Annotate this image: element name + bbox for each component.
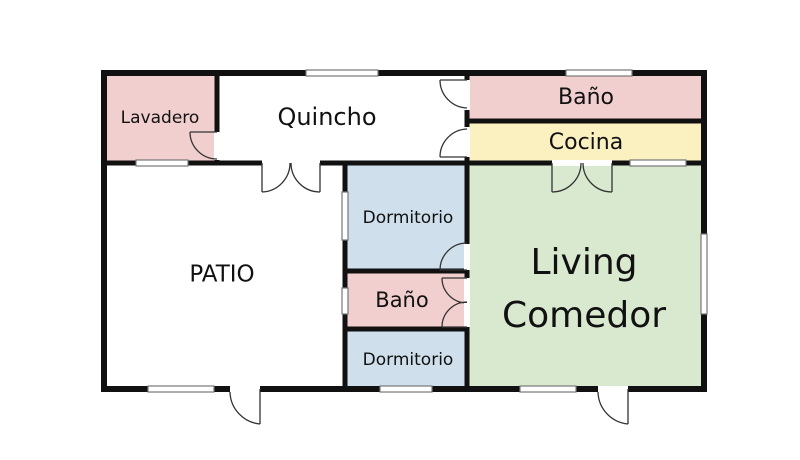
room-quincho — [217, 73, 467, 163]
door-quincho-patio — [261, 162, 321, 193]
label-bano-top: Baño — [558, 85, 614, 110]
label-living: Living — [530, 242, 637, 283]
window-dormitorio-1 — [341, 191, 349, 241]
door-bano-top — [439, 79, 468, 109]
label-comedor: Comedor — [502, 295, 666, 336]
doors — [189, 79, 629, 425]
door-patio-entrance — [229, 389, 261, 425]
window-living-bottom — [519, 385, 577, 393]
door-dormitorio-1 — [439, 242, 468, 271]
door-dormitorio-2 — [441, 301, 468, 328]
window-patio-bottom — [147, 385, 215, 393]
label-dormitorio-1: Dormitorio — [363, 208, 454, 228]
label-cocina: Cocina — [549, 130, 623, 155]
room-lavadero — [104, 73, 217, 163]
room-patio — [104, 163, 345, 389]
room-bano-mid — [345, 271, 467, 329]
door-living-entrance — [597, 389, 629, 425]
window-quincho-top — [305, 69, 379, 77]
door-cocina-living — [551, 162, 613, 193]
label-bano-mid: Baño — [375, 288, 428, 312]
window-cocina — [629, 159, 687, 167]
window-bano-top — [565, 69, 633, 77]
door-lavadero — [189, 131, 218, 160]
room-bano-top — [467, 73, 704, 121]
label-patio: PATIO — [189, 262, 254, 288]
windows — [135, 69, 708, 393]
label-quincho: Quincho — [277, 103, 376, 131]
label-dormitorio-2: Dormitorio — [363, 350, 454, 370]
window-dormitorio-2-bottom — [379, 385, 433, 393]
door-cocina — [439, 128, 468, 158]
window-lavadero — [135, 159, 189, 167]
room-dormitorio-2 — [345, 329, 467, 389]
label-lavadero: Lavadero — [121, 108, 200, 128]
window-bano-mid — [341, 287, 349, 315]
window-living-right — [700, 233, 708, 315]
room-cocina — [467, 121, 704, 163]
room-living-comedor — [467, 163, 704, 389]
